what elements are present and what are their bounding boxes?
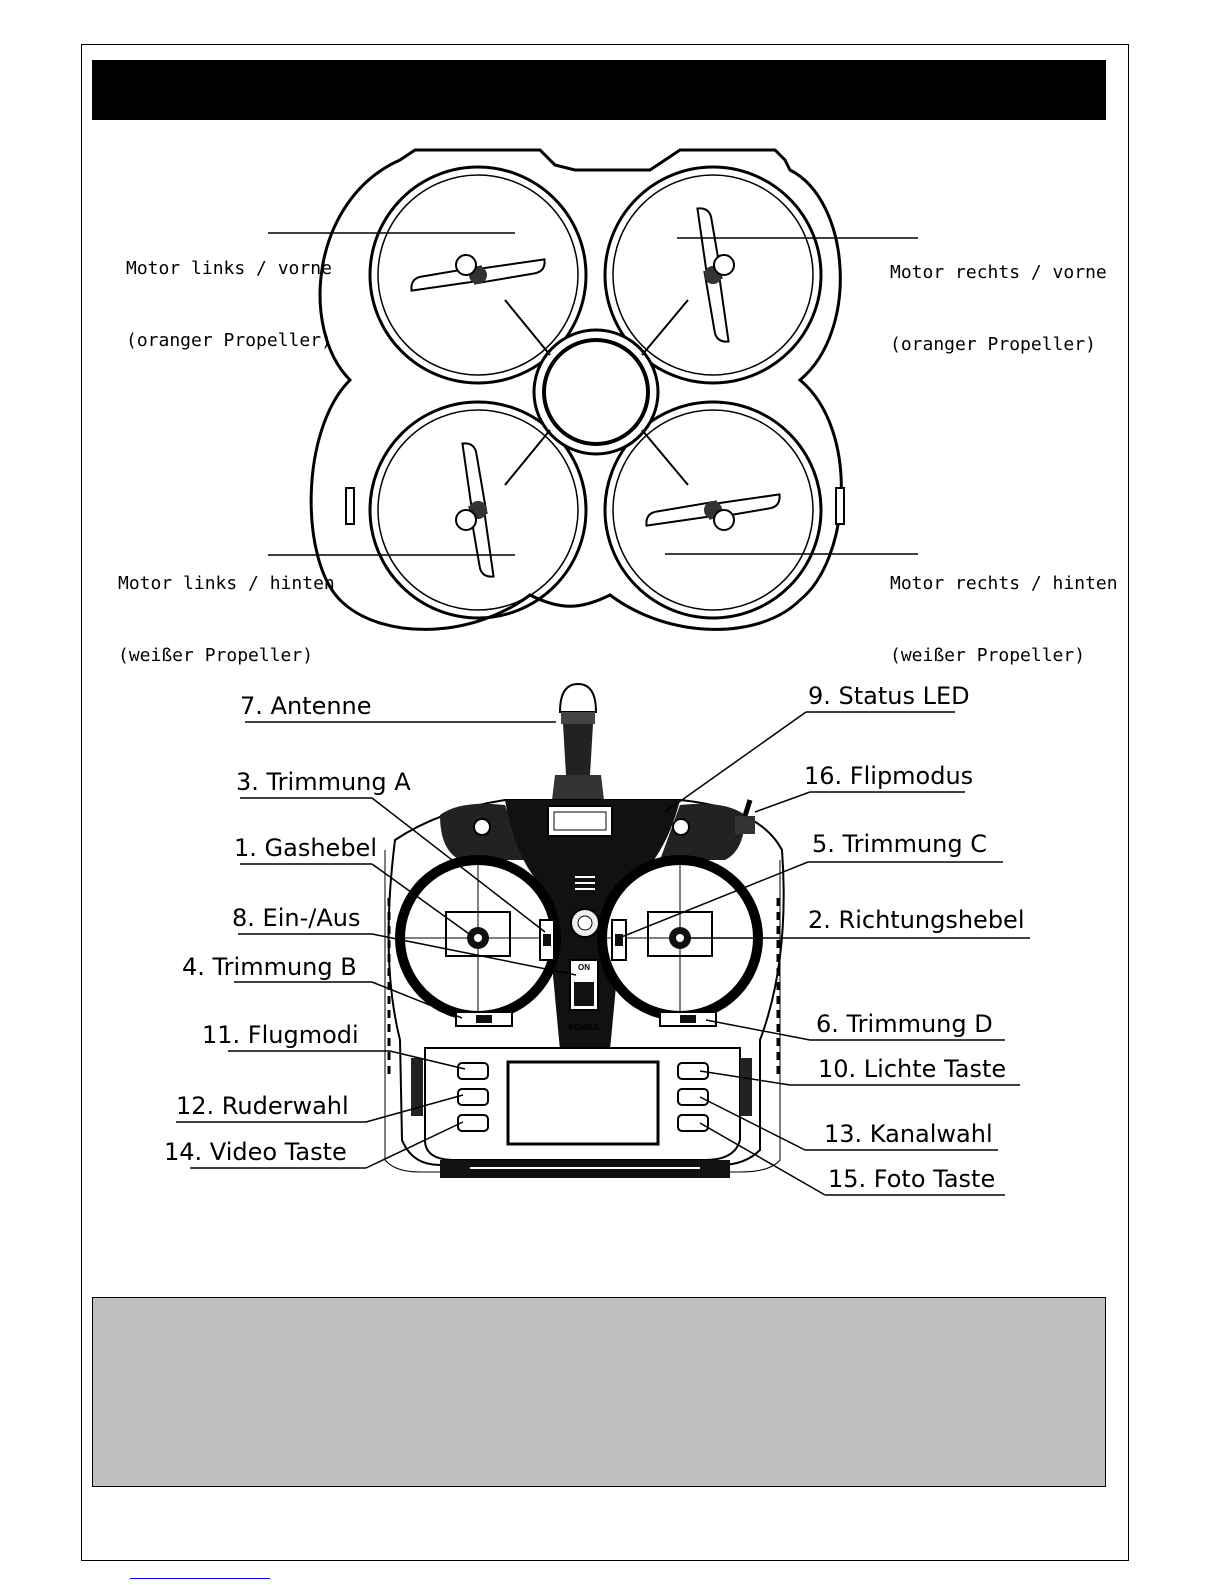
drone-outer-frame — [309, 148, 843, 631]
power-on-text: ON — [578, 963, 590, 972]
label-ein-aus: 8. Ein-/Aus — [232, 904, 361, 932]
note-box — [92, 1297, 1106, 1487]
rotor-ring-front-right — [603, 165, 823, 385]
label-trimmung-c: 5. Trimmung C — [812, 830, 987, 858]
label-flugmodi: 11. Flugmodi — [202, 1021, 359, 1049]
button-licht — [677, 1062, 709, 1080]
label-kanalwahl: 13. Kanalwahl — [824, 1120, 993, 1148]
label-motor-front-left: Motor links / vorne (oranger Propeller) — [126, 258, 332, 351]
button-kanalwahl — [677, 1088, 709, 1106]
button-flugmodi — [457, 1062, 489, 1080]
label-richtungshebel: 2. Richtungshebel — [808, 906, 1025, 934]
label-motor-rear-left: Motor links / hinten (weißer Propeller) — [118, 573, 335, 666]
label-status-led: 9. Status LED — [808, 682, 970, 710]
label-gashebel: 1. Gashebel — [234, 834, 377, 862]
flip-switch — [735, 799, 755, 834]
button-video — [457, 1114, 489, 1132]
label-antenne: 7. Antenne — [240, 692, 372, 720]
label-foto-taste: 15. Foto Taste — [828, 1165, 996, 1193]
label-video-taste: 14. Video Taste — [164, 1138, 347, 1166]
rotor-ring-rear-left — [368, 400, 588, 620]
rotor-ring-rear-right — [603, 400, 823, 620]
page-frame — [81, 44, 1129, 1561]
remote-diagram: ON POWER — [176, 682, 1030, 1196]
label-trimmung-b: 4. Trimmung B — [182, 953, 357, 981]
label-lichte-taste: 10. Lichte Taste — [818, 1055, 1007, 1083]
antenna — [552, 682, 604, 800]
label-ruderwahl: 12. Ruderwahl — [176, 1092, 349, 1120]
button-ruderwahl — [457, 1088, 489, 1106]
label-flipmodus: 16. Flipmodus — [804, 762, 974, 790]
rotor-ring-front-left — [368, 165, 588, 385]
power-text: POWER — [569, 1023, 599, 1032]
lcd-screen — [506, 1060, 660, 1146]
drone-diagram — [268, 148, 918, 631]
title-bar — [92, 60, 1106, 120]
footer-link-underline — [130, 1578, 270, 1579]
drone-center-hub — [532, 328, 660, 456]
label-trimmung-a: 3. Trimmung A — [236, 768, 411, 796]
remote-callouts — [176, 711, 1030, 1196]
label-motor-rear-right: Motor rechts / hinten (weißer Propeller) — [890, 573, 1118, 666]
button-foto — [677, 1114, 709, 1132]
label-trimmung-d: 6. Trimmung D — [816, 1010, 993, 1038]
label-motor-front-right: Motor rechts / vorne (oranger Propeller) — [890, 262, 1107, 355]
